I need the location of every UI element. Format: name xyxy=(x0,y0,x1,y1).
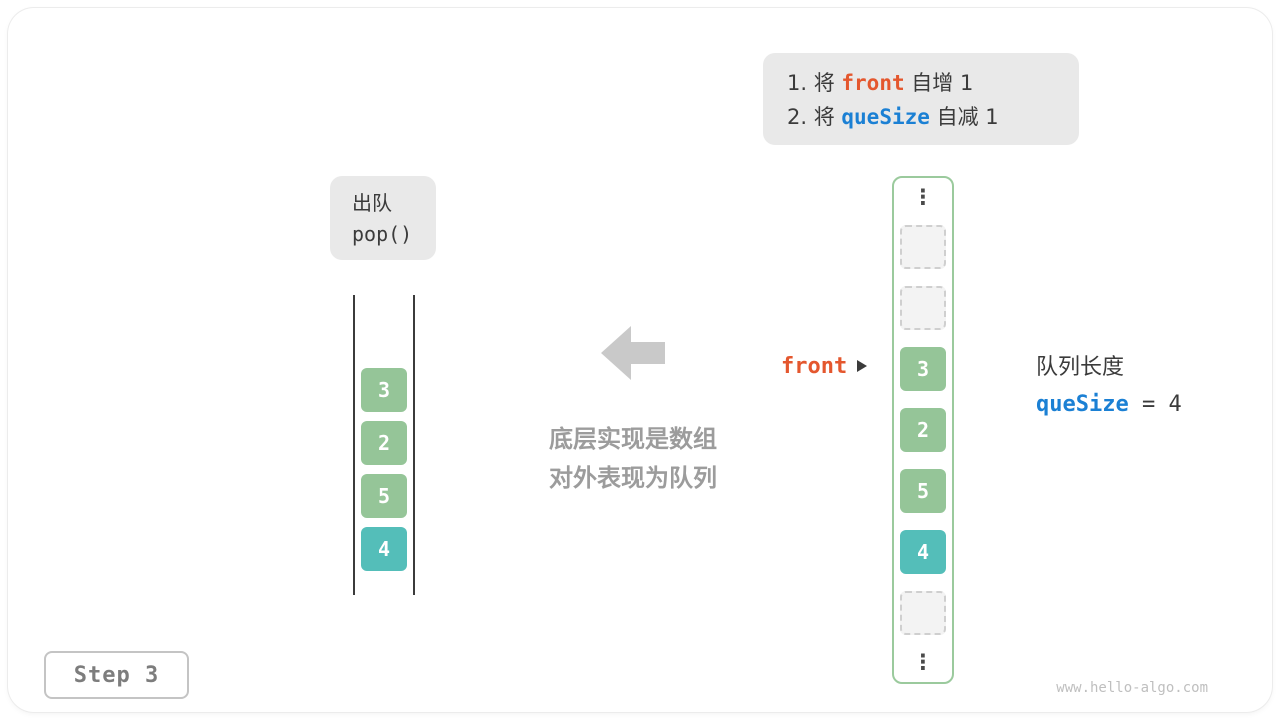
caption: 底层实现是数组 对外表现为队列 xyxy=(503,420,763,498)
step-badge: Step 3 xyxy=(44,651,189,699)
array-container: ⋮ 3 2 5 4 ⋮ xyxy=(892,176,954,684)
array-cell: 2 xyxy=(900,408,946,452)
queue-length-annotation: 队列长度 queSize = 4 xyxy=(1036,349,1182,417)
instruction-text: 自增 1 xyxy=(904,71,974,95)
array-cell-empty xyxy=(900,591,946,635)
caption-line-2: 对外表现为队列 xyxy=(549,464,717,492)
instruction-line-1: 1. 将 front 自增 1 xyxy=(787,66,1055,100)
quesize-code: queSize xyxy=(1036,392,1129,417)
abstract-queue: 3 2 5 4 xyxy=(353,295,415,595)
instruction-text: 自减 1 xyxy=(929,105,999,129)
dequeue-title: 出队 xyxy=(352,191,392,215)
pop-code: pop() xyxy=(352,222,413,246)
array-cell-empty xyxy=(900,286,946,330)
quesize-number: = 4 xyxy=(1141,392,1182,417)
queue-cell: 4 xyxy=(361,527,407,571)
front-pointer: front xyxy=(781,352,868,380)
quesize-code: queSize xyxy=(841,105,930,129)
quesize-value: queSize = 4 xyxy=(1036,392,1182,417)
front-code: front xyxy=(841,71,905,95)
front-pointer-label: front xyxy=(781,353,848,379)
queue-cell: 2 xyxy=(361,421,407,465)
queue-cell: 5 xyxy=(361,474,407,518)
instruction-line-2: 2. 将 queSize 自减 1 xyxy=(787,100,1055,134)
front-arrow-icon xyxy=(857,360,868,372)
instruction-box: 1. 将 front 自增 1 2. 将 queSize 自减 1 xyxy=(763,53,1079,145)
queue-cell: 3 xyxy=(361,368,407,412)
ellipsis-top-icon: ⋮ xyxy=(912,185,934,209)
caption-line-1: 底层实现是数组 xyxy=(549,425,717,453)
dequeue-label-box: 出队 pop() xyxy=(330,176,436,260)
array-cell: 4 xyxy=(900,530,946,574)
ellipsis-bottom-icon: ⋮ xyxy=(912,650,934,674)
array-cell-empty xyxy=(900,225,946,269)
instruction-text: 2. 将 xyxy=(787,105,842,129)
array-cell: 5 xyxy=(900,469,946,513)
array-cell: 3 xyxy=(900,347,946,391)
watermark: www.hello-algo.com xyxy=(1056,680,1208,696)
diagram-canvas: 1. 将 front 自增 1 2. 将 queSize 自减 1 出队 pop… xyxy=(8,8,1272,712)
left-arrow-icon xyxy=(601,326,665,380)
queue-length-label: 队列长度 xyxy=(1036,355,1125,380)
instruction-text: 1. 将 xyxy=(787,71,842,95)
